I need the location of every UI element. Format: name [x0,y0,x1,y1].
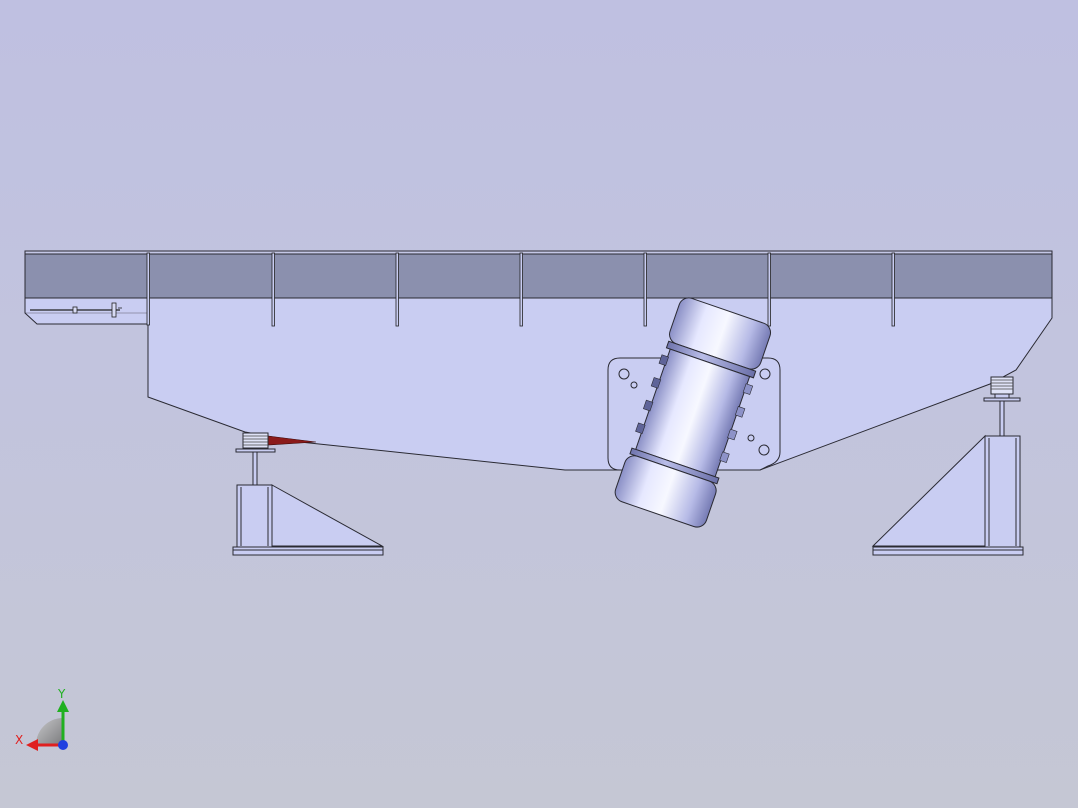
inlet-rod[interactable] [30,302,122,318]
right-spring-stem[interactable] [999,400,1005,437]
feeder-body[interactable] [24,297,1053,471]
mount-hole [747,434,755,442]
stiffener[interactable] [271,252,275,327]
motor-bottom-cap[interactable] [612,453,718,530]
motor-fins-right [719,383,754,463]
left-spring-coil[interactable] [242,432,269,449]
mount-hole [759,368,771,380]
mount-hole [618,368,630,380]
right-spring-support[interactable] [983,376,1021,437]
right-spring-coil[interactable] [990,376,1014,395]
mount-hole [630,381,638,389]
stiffener[interactable] [395,252,399,327]
trough-side-band[interactable] [24,250,1053,299]
left-base-stand[interactable] [232,484,384,556]
y-axis-label: Y [57,687,66,701]
triad-plane-disc [36,718,63,745]
vibration-motor[interactable] [612,295,773,530]
stiffener[interactable] [519,252,523,327]
stiffener[interactable] [146,252,150,326]
z-axis-dot-icon[interactable] [58,740,68,750]
left-spring-support[interactable] [235,432,317,486]
stiffener[interactable] [891,252,895,327]
right-base-stand[interactable] [871,434,1024,556]
motor-fins-left [635,354,669,435]
reference-triad-icon[interactable]: Y X [15,687,69,751]
left-spring-stem[interactable] [252,451,258,486]
mount-hole [758,444,770,456]
x-axis-label: X [15,733,23,747]
stiffener[interactable] [767,252,771,327]
right-spring-nut [994,393,1010,399]
y-axis-arrow-icon[interactable]: Y [57,687,69,745]
trough-stiffeners[interactable] [146,252,895,327]
stiffener[interactable] [643,252,647,327]
